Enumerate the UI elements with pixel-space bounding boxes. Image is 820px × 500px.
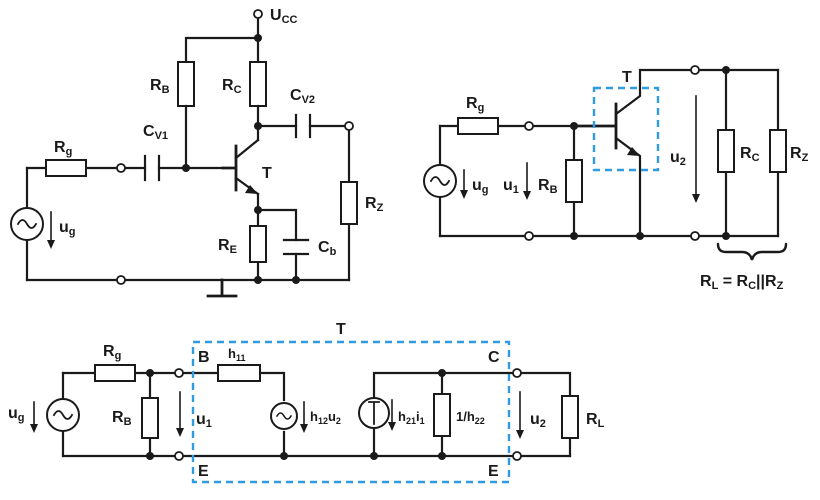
label-ug-2: ug <box>472 177 489 196</box>
label-re: RE <box>218 237 237 256</box>
resistor-rc <box>249 61 267 107</box>
label-u1-3: u1 <box>196 411 212 430</box>
resistor-rg <box>45 159 87 177</box>
circuit-h-parameter-model: T ug Rg RB u1 B E h11 h12u2 h21i1 1/h22 … <box>8 321 605 484</box>
label-ug: ug <box>59 219 76 238</box>
resistor-h11 <box>217 364 261 382</box>
label-rz: RZ <box>365 195 384 214</box>
label-rg-3: Rg <box>103 343 121 362</box>
label-ucc: UCC <box>270 7 298 26</box>
label-cv2: CV2 <box>290 87 315 106</box>
label-rb-2: RB <box>538 177 558 196</box>
label-h21i1: h21i1 <box>398 409 425 426</box>
label-1-h22: 1/h22 <box>456 409 485 426</box>
label-node-e-right: E <box>488 463 499 480</box>
resistor-rz <box>340 181 358 225</box>
resistor-rb <box>177 61 195 107</box>
resistor-rz-2 <box>769 129 787 173</box>
label-u1-2: u1 <box>503 177 519 196</box>
label-node-e-left: E <box>198 463 209 480</box>
label-transistor: T <box>262 165 272 182</box>
label-rb: RB <box>150 77 170 96</box>
circuit-ac-equivalent: T Rg ug u1 RB u2 RC RZ RL = RC||RZ <box>423 65 809 292</box>
label-u2-3: u2 <box>530 411 546 430</box>
resistor-rg-3 <box>94 364 136 382</box>
label-ug-3: ug <box>8 405 25 424</box>
label-rb-3: RB <box>112 409 132 428</box>
label-rl: RL <box>586 411 605 430</box>
label-node-c: C <box>488 349 500 366</box>
resistor-rg-2 <box>457 117 499 135</box>
label-rg: Rg <box>54 139 72 158</box>
label-u2-2: u2 <box>670 149 686 168</box>
resistor-rb-2 <box>565 159 583 203</box>
resistor-rc-2 <box>717 129 735 173</box>
resistor-re <box>249 225 267 263</box>
resistor-1-h22 <box>433 393 451 437</box>
label-node-b: B <box>198 349 210 366</box>
h-parameter-box <box>191 340 511 484</box>
label-h12u2: h12u2 <box>310 409 341 426</box>
label-rc: RC <box>222 77 242 96</box>
label-rz-2: RZ <box>790 145 809 164</box>
circuit-common-emitter: UCC RB RC CV1 CV2 Rg T ug RE Cb RZ <box>10 7 384 298</box>
label-transistor-2: T <box>622 69 632 86</box>
label-cv1: CV1 <box>143 123 168 142</box>
label-rl-formula: RL = RC||RZ <box>700 273 784 292</box>
label-rg-2: Rg <box>466 95 484 114</box>
label-cb: Cb <box>318 239 337 258</box>
label-h11: h11 <box>228 346 245 363</box>
label-transistor-3: T <box>336 321 346 338</box>
label-rc-2: RC <box>740 145 760 164</box>
resistor-rb-3 <box>141 397 159 439</box>
resistor-rl <box>561 395 579 439</box>
transistor-box <box>592 86 660 172</box>
